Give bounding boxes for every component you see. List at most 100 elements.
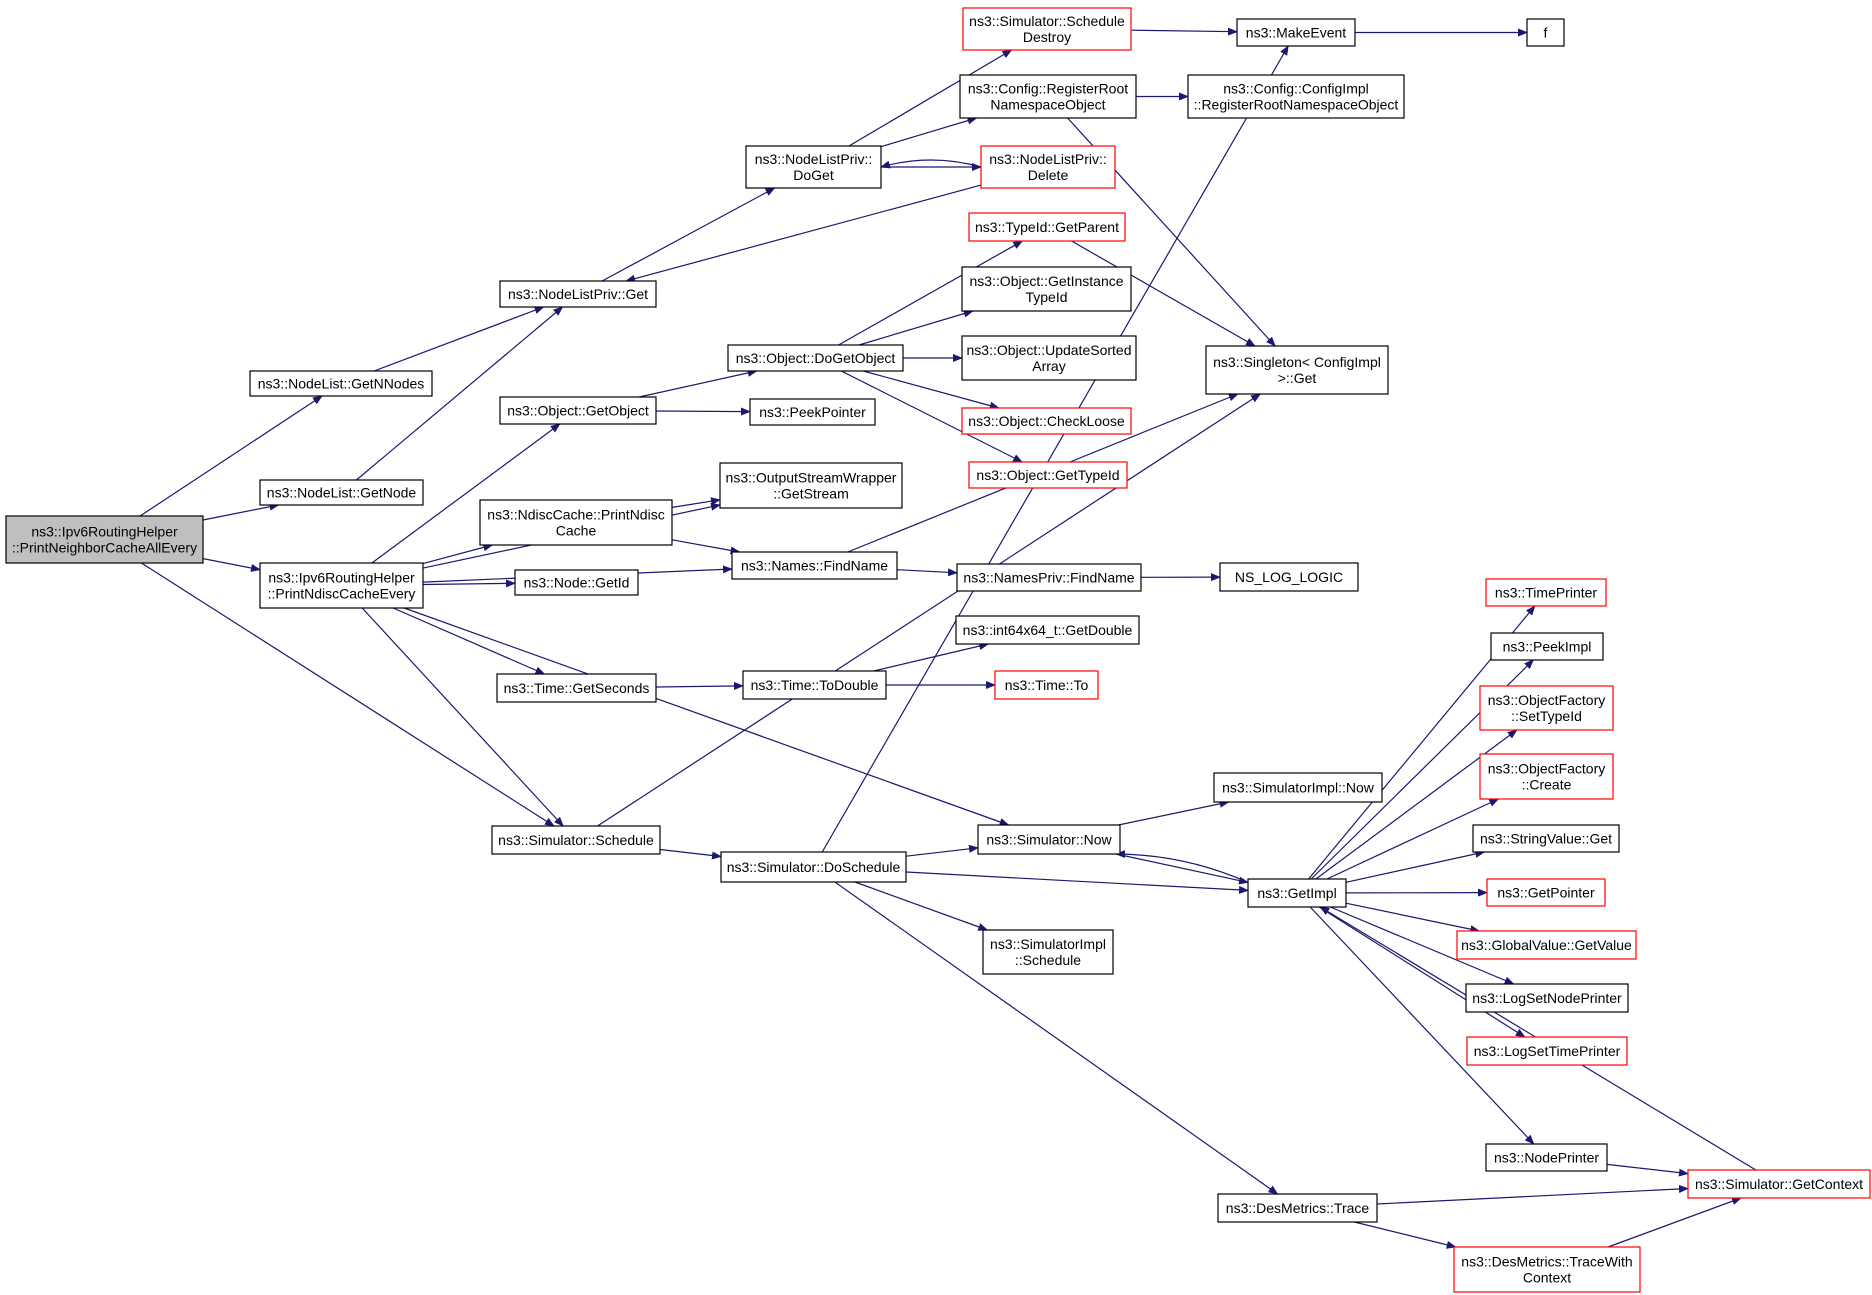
node-makeevent[interactable]: ns3::MakeEvent: [1236, 18, 1356, 47]
node-box: [514, 569, 639, 596]
edge-simnow-to-simImplNow: [1118, 799, 1230, 826]
edge-ndiscprint-to-osw: [671, 497, 721, 508]
node-typeidparent[interactable]: ns3::TypeId::GetParent: [968, 212, 1126, 242]
node-getimpl[interactable]: ns3::GetImpl: [1247, 878, 1347, 908]
node-box: [1466, 1036, 1628, 1066]
node-ofCreate[interactable]: ns3::ObjectFactory::Create: [1479, 753, 1614, 800]
node-nodePrinter[interactable]: ns3::NodePrinter: [1485, 1143, 1608, 1172]
node-box: [961, 335, 1137, 381]
node-label: ns3::Object::CheckLoose: [968, 413, 1125, 429]
node-timePrinter[interactable]: ns3::TimePrinter: [1485, 578, 1607, 607]
node-gvGetValue[interactable]: ns3::GlobalValue::GetValue: [1456, 930, 1637, 960]
node-objGetTypeId[interactable]: ns3::Object::GetTypeId: [968, 461, 1128, 489]
node-box: [956, 563, 1142, 592]
node-objgetobject[interactable]: ns3::Object::GetObject: [499, 396, 657, 425]
edge-getimpl-to-ofCreate: [1326, 798, 1500, 880]
node-box: [962, 7, 1132, 51]
node-nslog[interactable]: NS_LOG_LOGIC: [1219, 562, 1359, 592]
node-label: ns3::DesMetrics::Trace: [1226, 1200, 1370, 1216]
edge-getnode-to-nlpget: [356, 306, 564, 481]
node-label: Cache: [556, 523, 597, 539]
node-label: ns3::Node::GetId: [524, 575, 630, 591]
edge-objgetobject-to-peekpointer: [655, 407, 751, 416]
node-ndiscprint[interactable]: ns3::NdiscCache::PrintNdiscCache: [479, 499, 673, 546]
node-simImplNow[interactable]: ns3::SimulatorImpl::Now: [1213, 772, 1383, 803]
node-printndisc[interactable]: ns3::Ipv6RoutingHelper::PrintNdiscCacheE…: [259, 562, 424, 609]
node-desTrace[interactable]: ns3::DesMetrics::Trace: [1217, 1193, 1378, 1223]
node-box: [259, 479, 424, 506]
node-getPointer[interactable]: ns3::GetPointer: [1486, 878, 1606, 907]
node-logSetTime[interactable]: ns3::LogSetTimePrinter: [1466, 1036, 1628, 1066]
edge-schedDestroy-to-makeevent: [1130, 27, 1238, 36]
node-objdogetobj[interactable]: ns3::Object::DoGetObject: [727, 344, 904, 372]
node-label: ns3::StringValue::Get: [1480, 831, 1612, 847]
node-singleton[interactable]: ns3::Singleton< ConfigImpl>::Get: [1205, 345, 1389, 395]
node-label: ns3::Object::GetObject: [507, 403, 649, 419]
node-box: [968, 461, 1128, 489]
edge-objgetobject-to-objdogetobj: [638, 369, 758, 398]
node-cfgRegRoot[interactable]: ns3::Config::RegisterRootNamespaceObject: [959, 74, 1137, 119]
node-label: ns3::NdiscCache::PrintNdisc: [487, 507, 664, 523]
node-label: ns3::Object::UpdateSorted: [967, 342, 1132, 358]
node-box: [499, 280, 657, 308]
node-label: ns3::Time::GetSeconds: [504, 680, 650, 696]
node-f[interactable]: f: [1526, 18, 1565, 47]
node-timeTo[interactable]: ns3::Time::To: [994, 670, 1099, 700]
node-label: ns3::TimePrinter: [1495, 585, 1598, 601]
node-label: ns3::TypeId::GetParent: [975, 219, 1119, 235]
node-nlpdelete[interactable]: ns3::NodeListPriv::Delete: [980, 145, 1116, 189]
node-nlpdoget[interactable]: ns3::NodeListPriv::DoGet: [745, 145, 882, 189]
edge-printndisc-to-simnow: [403, 607, 1010, 826]
node-label: ns3::Object::GetTypeId: [976, 467, 1119, 483]
node-namesfind[interactable]: ns3::Names::FindName: [731, 551, 898, 580]
node-label: ns3::DesMetrics::TraceWith: [1461, 1254, 1632, 1270]
edge-doschedule-to-desTrace: [834, 881, 1279, 1195]
node-ofSetType[interactable]: ns3::ObjectFactory::SetTypeId: [1479, 685, 1614, 731]
node-int64GetDouble[interactable]: ns3::int64x64_t::GetDouble: [955, 615, 1140, 645]
node-nlpget[interactable]: ns3::NodeListPriv::Get: [499, 280, 657, 308]
node-strValGet[interactable]: ns3::StringValue::Get: [1472, 824, 1620, 853]
edge-desTrace-to-desTraceCtx: [1354, 1221, 1457, 1249]
node-box: [1219, 562, 1359, 592]
node-box: [727, 344, 904, 372]
edge-root-to-printndisc: [202, 558, 261, 572]
node-peekImpl[interactable]: ns3::PeekImpl: [1490, 632, 1604, 661]
node-schedule[interactable]: ns3::Simulator::Schedule: [491, 825, 661, 855]
node-label: ns3::Time::To: [1005, 677, 1089, 693]
node-label: ns3::Names::FindName: [741, 558, 888, 574]
node-simImplSched[interactable]: ns3::SimulatorImpl::Schedule: [982, 929, 1114, 975]
edge-nodePrinter-to-simGetCtx: [1606, 1163, 1689, 1177]
node-peekpointer[interactable]: ns3::PeekPointer: [749, 398, 876, 426]
node-simGetCtx[interactable]: ns3::Simulator::GetContext: [1687, 1169, 1871, 1199]
node-cfgImplReg[interactable]: ns3::Config::ConfigImpl::RegisterRootNam…: [1187, 74, 1405, 119]
edge-nlpdoget-to-cfgRegRoot: [880, 116, 978, 148]
node-label: ns3::Simulator::Schedule: [498, 832, 654, 848]
node-nodegetid[interactable]: ns3::Node::GetId: [514, 569, 639, 596]
node-box: [491, 825, 661, 855]
node-label: ns3::Simulator::GetContext: [1695, 1176, 1863, 1192]
node-label: ::GetStream: [773, 486, 848, 502]
node-timegetsec[interactable]: ns3::Time::GetSeconds: [496, 673, 657, 703]
node-namesPrivFind[interactable]: ns3::NamesPriv::FindName: [956, 563, 1142, 592]
node-label: ns3::OutputStreamWrapper: [726, 470, 897, 486]
node-getnnodes[interactable]: ns3::NodeList::GetNNodes: [249, 370, 433, 397]
node-label: ns3::ObjectFactory: [1488, 692, 1606, 708]
node-box: [1687, 1169, 1871, 1199]
node-label: ::SetTypeId: [1511, 708, 1582, 724]
node-timetodouble[interactable]: ns3::Time::ToDouble: [742, 670, 887, 700]
node-label: ns3::Ipv6RoutingHelper: [31, 524, 178, 540]
node-label: ::PrintNdiscCacheEvery: [268, 586, 416, 602]
node-simnow[interactable]: ns3::Simulator::Now: [977, 824, 1121, 855]
node-logSetNode[interactable]: ns3::LogSetNodePrinter: [1465, 983, 1629, 1013]
node-getnode[interactable]: ns3::NodeList::GetNode: [259, 479, 424, 506]
node-doschedule[interactable]: ns3::Simulator::DoSchedule: [720, 851, 907, 883]
node-root[interactable]: ns3::Ipv6RoutingHelper::PrintNeighborCac…: [5, 515, 204, 564]
node-objCheckLoose[interactable]: ns3::Object::CheckLoose: [961, 407, 1132, 435]
edge-getimpl-to-strValGet: [1345, 850, 1486, 883]
edge-timetodouble-to-int64GetDouble: [873, 642, 990, 672]
node-osw[interactable]: ns3::OutputStreamWrapper::GetStream: [719, 462, 903, 509]
